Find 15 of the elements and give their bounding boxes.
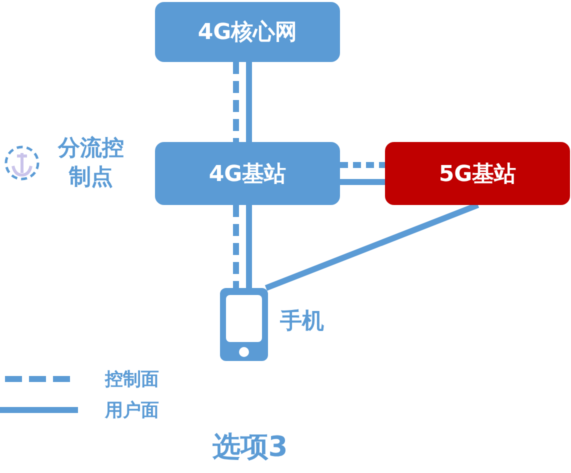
connector	[246, 62, 252, 142]
connector	[246, 205, 252, 288]
caption: 选项3	[211, 429, 289, 465]
station-box: 4G基站	[155, 142, 340, 205]
legend-label: 控制面	[105, 368, 159, 391]
dashed-connector	[233, 205, 239, 288]
connector	[264, 202, 480, 291]
core-network-box: 4G核心网	[155, 2, 340, 62]
control-point-label: 分流控制点	[56, 134, 125, 192]
dashed-connector	[233, 62, 239, 142]
device-label: 手机	[280, 308, 324, 336]
station-box: 5G基站	[385, 142, 570, 205]
dashed-connector	[340, 162, 385, 168]
connector	[340, 179, 385, 185]
legend-label: 用户面	[105, 399, 159, 422]
